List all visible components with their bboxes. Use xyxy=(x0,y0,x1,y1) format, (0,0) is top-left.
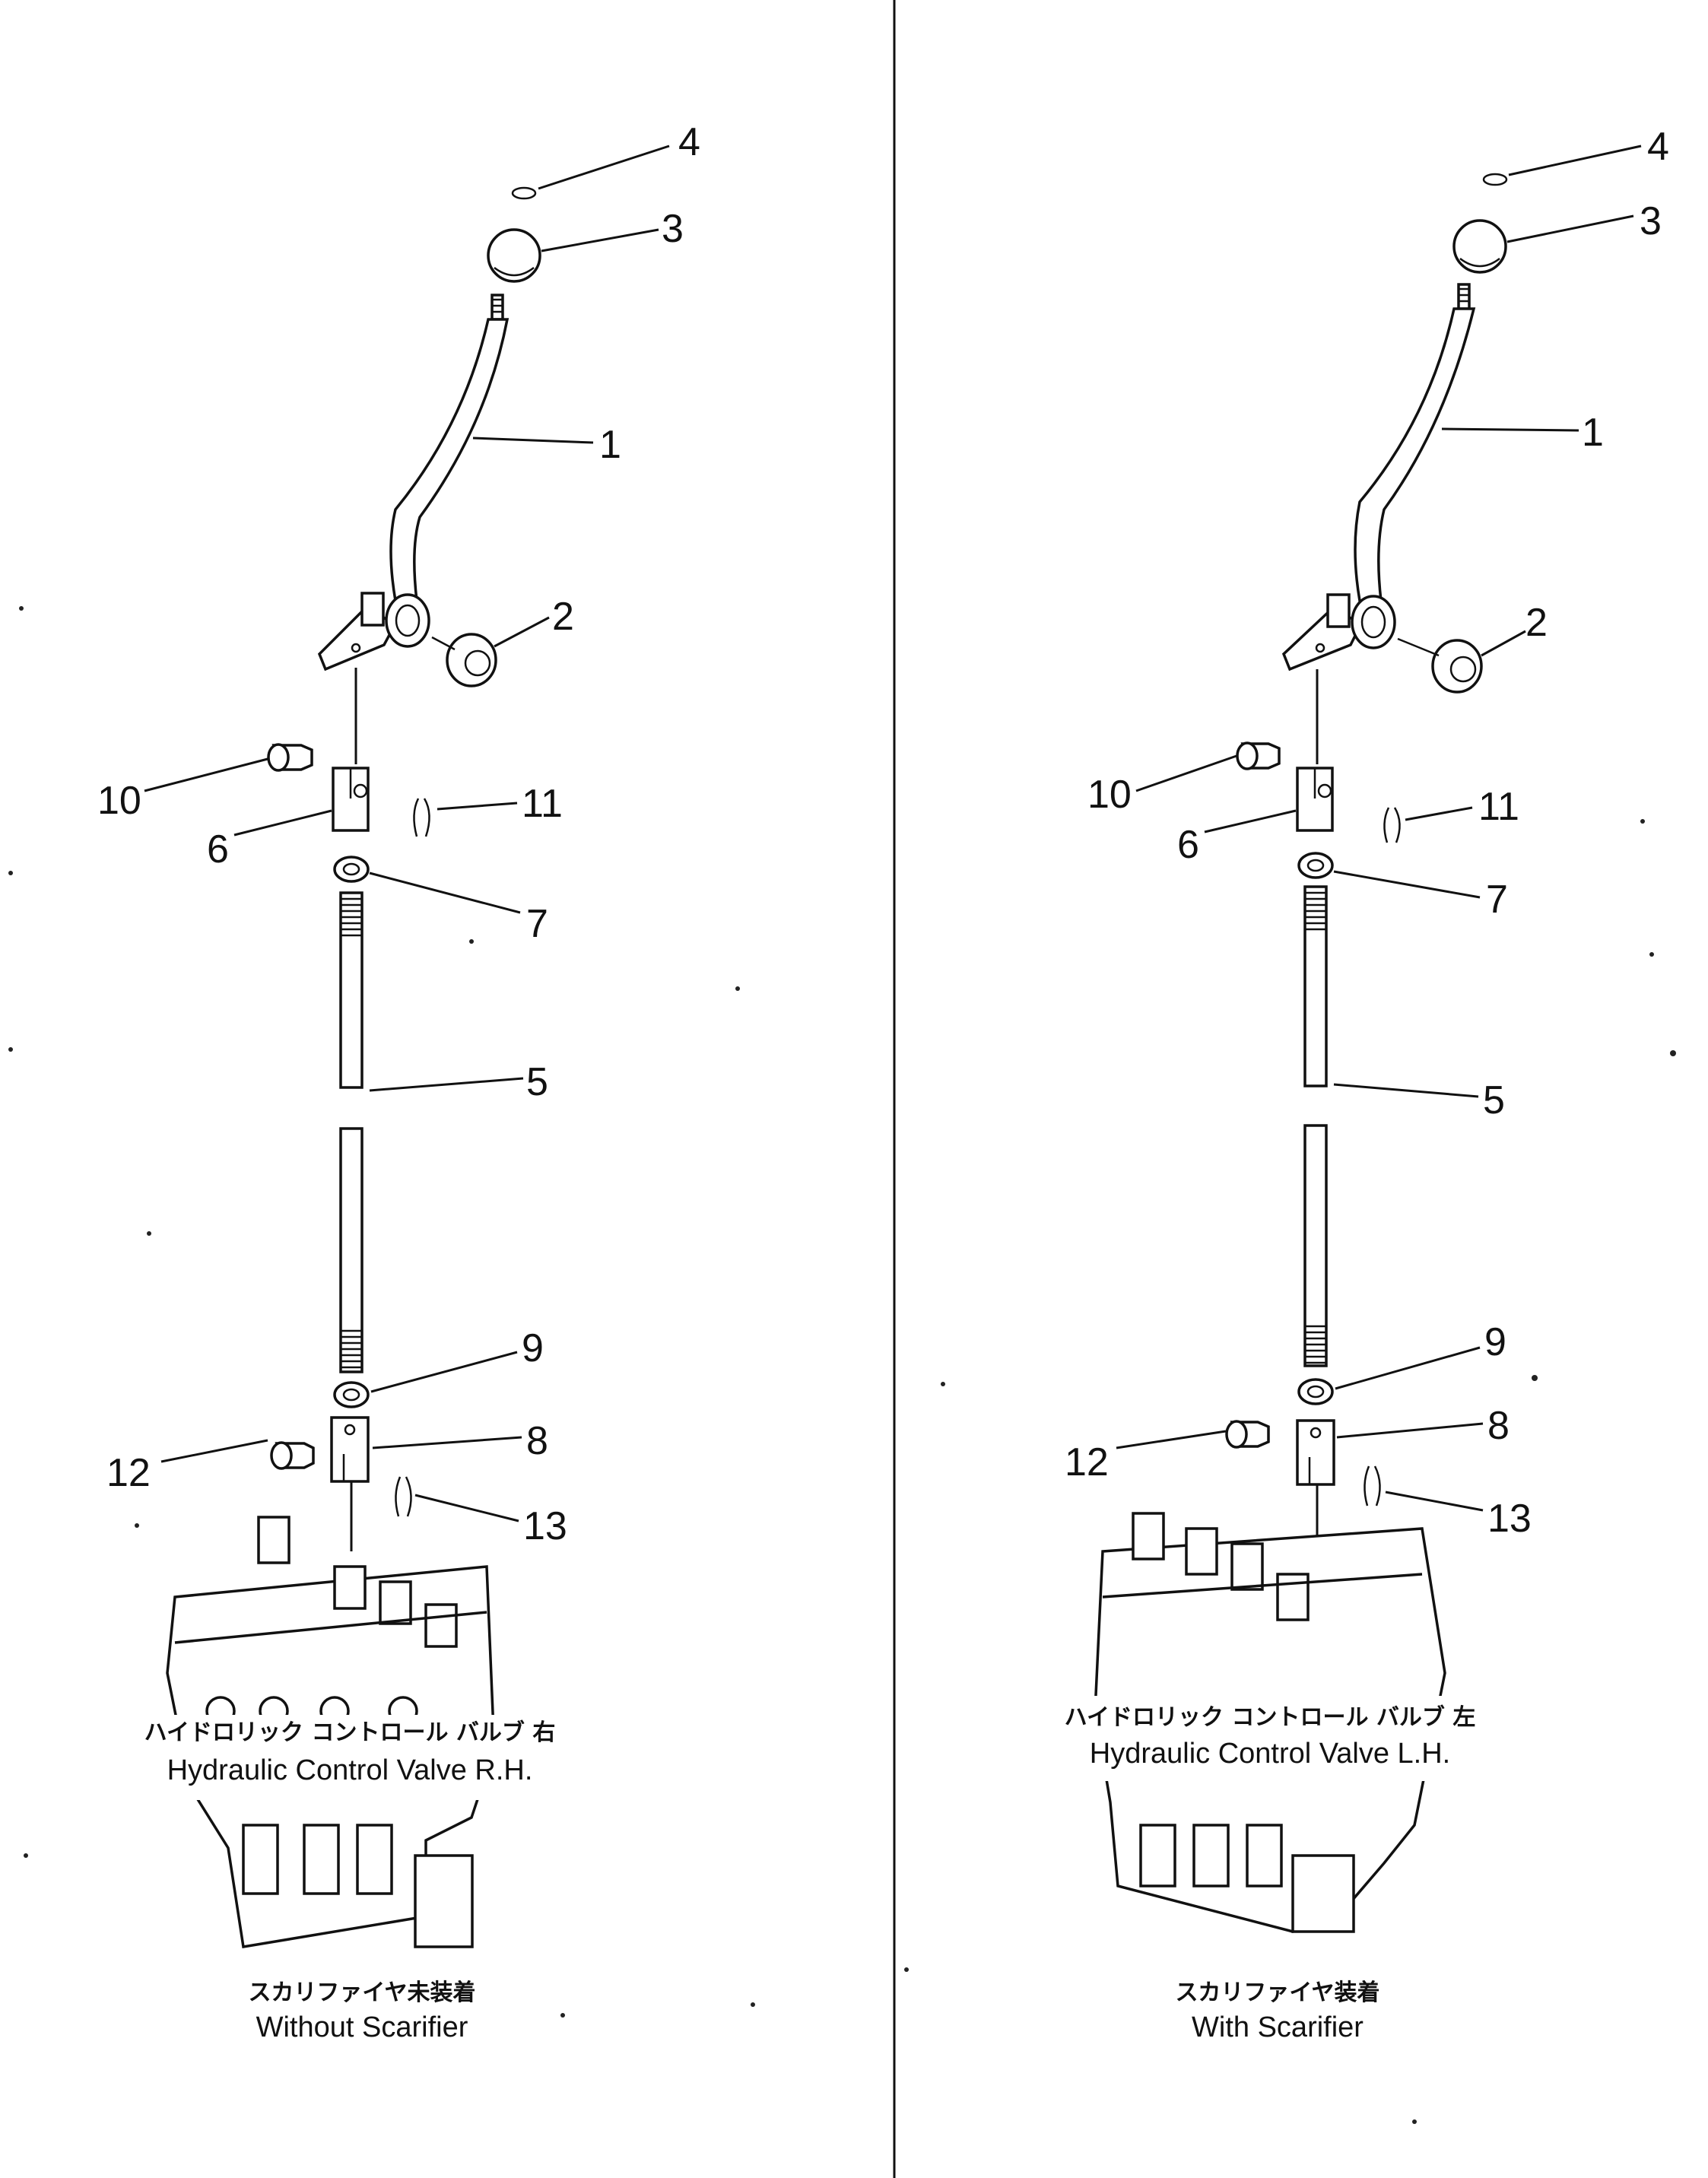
callout-3: 3 xyxy=(662,207,684,251)
part-3-knob xyxy=(487,228,541,283)
callout-4: 4 xyxy=(1647,125,1669,169)
panel-left: ハイドロリック コントロール バルブ 右 Hydraulic Control V… xyxy=(97,120,700,2043)
callout-4: 4 xyxy=(678,120,700,164)
variant-label-jp: スカリファイヤ装着 xyxy=(1175,1980,1379,2006)
callout-10: 10 xyxy=(97,779,141,823)
part-11-cotter xyxy=(1383,807,1401,843)
callout-10: 10 xyxy=(1087,773,1132,817)
callout-8: 8 xyxy=(526,1419,548,1463)
part-4-ring xyxy=(1482,173,1508,186)
part-8-clevis xyxy=(1296,1419,1335,1486)
callout-7: 7 xyxy=(1486,878,1508,922)
callout-6: 6 xyxy=(207,827,229,872)
scan-specks xyxy=(8,606,1676,2124)
callout-9: 9 xyxy=(522,1326,544,1370)
callout-2: 2 xyxy=(552,595,574,639)
variant-label-en: Without Scarifier xyxy=(256,2011,468,2043)
callout-13: 13 xyxy=(1487,1497,1532,1541)
callout-2: 2 xyxy=(1525,601,1548,645)
callout-11: 11 xyxy=(522,782,563,826)
part-11-cotter xyxy=(413,798,430,837)
part-7-nut xyxy=(333,856,370,883)
part-5-rod-top xyxy=(1303,885,1328,1087)
panel-right: ハイドロリック コントロール バルブ 左 Hydraulic Control V… xyxy=(1027,125,1669,2043)
part-1-lever xyxy=(389,318,510,602)
part-9-nut xyxy=(1297,1378,1334,1405)
callout-7: 7 xyxy=(526,902,548,946)
callout-12: 12 xyxy=(106,1451,151,1495)
valve-label-en: Hydraulic Control Valve R.H. xyxy=(167,1754,533,1786)
part-1-lever xyxy=(1354,307,1476,602)
valve-label-jp: ハイドロリック コントロール バルブ 右 xyxy=(144,1719,556,1746)
part-6-clevis xyxy=(1296,767,1334,832)
variant-label-jp: スカリファイヤ未装着 xyxy=(248,1980,475,2006)
callout-11: 11 xyxy=(1478,785,1519,829)
callout-9: 9 xyxy=(1484,1320,1506,1364)
callout-1: 1 xyxy=(599,423,621,467)
callout-5: 5 xyxy=(526,1060,548,1104)
variant-label-en: With Scarifier xyxy=(1192,2011,1364,2043)
callout-8: 8 xyxy=(1487,1404,1510,1448)
part-7-nut xyxy=(1297,852,1334,879)
part-13-cotter xyxy=(395,1476,412,1517)
part-13-cotter xyxy=(1364,1465,1381,1507)
valve-label-jp: ハイドロリック コントロール バルブ 左 xyxy=(1065,1704,1476,1731)
callout-13: 13 xyxy=(523,1504,567,1548)
callout-5: 5 xyxy=(1483,1078,1505,1122)
callout-3: 3 xyxy=(1640,199,1662,243)
part-5-rod-top xyxy=(339,891,364,1089)
part-8-clevis xyxy=(330,1416,370,1483)
part-5-rod-bottom xyxy=(339,1127,364,1373)
part-5-rod-bottom xyxy=(1303,1124,1328,1367)
valve-label-en: Hydraulic Control Valve L.H. xyxy=(1090,1738,1450,1770)
callout-12: 12 xyxy=(1065,1440,1109,1484)
callout-6: 6 xyxy=(1177,823,1199,867)
part-9-nut xyxy=(333,1381,370,1408)
callout-1: 1 xyxy=(1582,411,1604,455)
part-4-ring xyxy=(511,186,537,200)
part-3-knob xyxy=(1452,219,1507,274)
